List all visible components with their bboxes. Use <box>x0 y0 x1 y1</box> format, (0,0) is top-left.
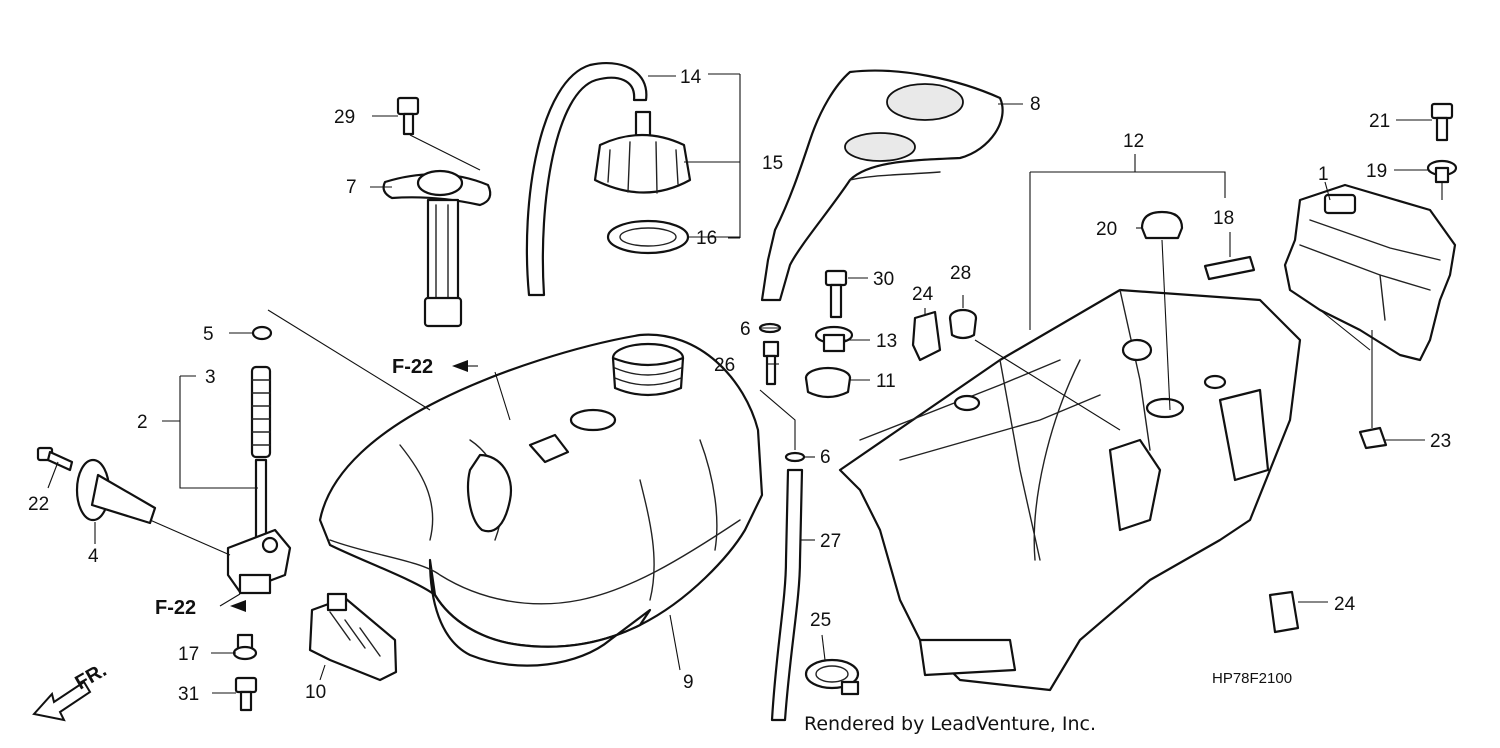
callout-10: 10 <box>305 682 326 703</box>
nut-24-upper <box>911 310 942 362</box>
valve-lever <box>75 458 157 525</box>
callout-11: 11 <box>876 371 896 392</box>
callout-16: 16 <box>696 228 717 249</box>
callout-13: 13 <box>876 331 897 352</box>
brackets <box>162 73 1226 489</box>
callout-4: 4 <box>88 546 99 567</box>
callout-9: 9 <box>683 672 694 693</box>
washer-19 <box>1426 159 1458 184</box>
nut-24-lower <box>1268 590 1300 634</box>
callout-25: 25 <box>810 610 831 631</box>
callout-20: 20 <box>1096 219 1117 240</box>
heat-guard <box>760 69 1004 302</box>
fuel-cap <box>593 110 692 194</box>
callout-14: 14 <box>680 67 702 88</box>
callout-21: 21 <box>1369 111 1390 132</box>
callout-numbers: 1 2 3 4 5 6 6 7 8 9 10 11 12 13 14 15 16… <box>28 67 1451 705</box>
clip-6-lower <box>784 451 806 463</box>
callout-2: 2 <box>137 412 148 433</box>
hose-holder <box>308 592 398 682</box>
callout-1: 1 <box>1318 164 1329 185</box>
render-credit: Rendered by LeadVenture, Inc. <box>804 713 1096 735</box>
callout-6b: 6 <box>820 447 831 468</box>
ref-arrow-bottom <box>230 600 246 612</box>
breather-tube <box>525 61 648 297</box>
fitting-26 <box>762 340 780 386</box>
reference-f22-bottom: F-22 <box>155 597 196 619</box>
callout-30: 30 <box>873 269 894 290</box>
ref-arrow-top <box>452 360 468 372</box>
bolt-30 <box>824 269 848 319</box>
front-direction-arrow-icon: FR. <box>32 659 110 722</box>
callout-24a: 24 <box>912 284 934 305</box>
bolt-21 <box>1430 102 1454 142</box>
callout-8: 8 <box>1030 94 1041 115</box>
callout-19: 19 <box>1366 161 1387 182</box>
fuel-unit <box>382 169 492 328</box>
callout-15: 15 <box>762 153 783 174</box>
rubber-cap-20 <box>1140 210 1184 240</box>
callout-26: 26 <box>714 355 735 376</box>
rear-frame <box>838 288 1302 692</box>
callout-29: 29 <box>334 107 355 128</box>
callout-17: 17 <box>178 644 199 665</box>
label-18 <box>1203 255 1256 281</box>
diagram-code: HP78F2100 <box>1212 670 1292 687</box>
fuel-hose <box>770 468 804 722</box>
callout-12: 12 <box>1123 131 1144 152</box>
screw-22 <box>36 446 74 472</box>
rubber-cap-28 <box>948 308 978 340</box>
reference-f22-top: F-22 <box>392 356 433 378</box>
hose-clamp-25 <box>804 658 860 696</box>
callout-31: 31 <box>178 684 199 705</box>
washer-17 <box>232 633 258 661</box>
callout-23: 23 <box>1430 431 1451 452</box>
cap-gasket <box>606 219 690 255</box>
callout-7: 7 <box>346 177 357 198</box>
bolt-29 <box>396 96 420 136</box>
callout-18: 18 <box>1213 208 1234 229</box>
callout-24b: 24 <box>1334 594 1356 615</box>
nut-23 <box>1358 426 1388 450</box>
callout-22: 22 <box>28 494 49 515</box>
grommet-11 <box>804 366 852 399</box>
fuel-strainer <box>250 365 272 540</box>
bolt-31 <box>234 676 258 712</box>
battery-box-1 <box>1283 183 1457 362</box>
washer-5 <box>251 325 273 341</box>
fuel-valve <box>226 528 292 595</box>
leader-lines <box>47 75 1443 694</box>
callout-6a: 6 <box>740 319 751 340</box>
callout-5: 5 <box>203 324 214 345</box>
fuel-tank <box>318 333 764 667</box>
collar-13 <box>814 325 854 353</box>
callout-3: 3 <box>205 367 216 388</box>
callout-27: 27 <box>820 531 841 552</box>
callout-28: 28 <box>950 263 971 284</box>
